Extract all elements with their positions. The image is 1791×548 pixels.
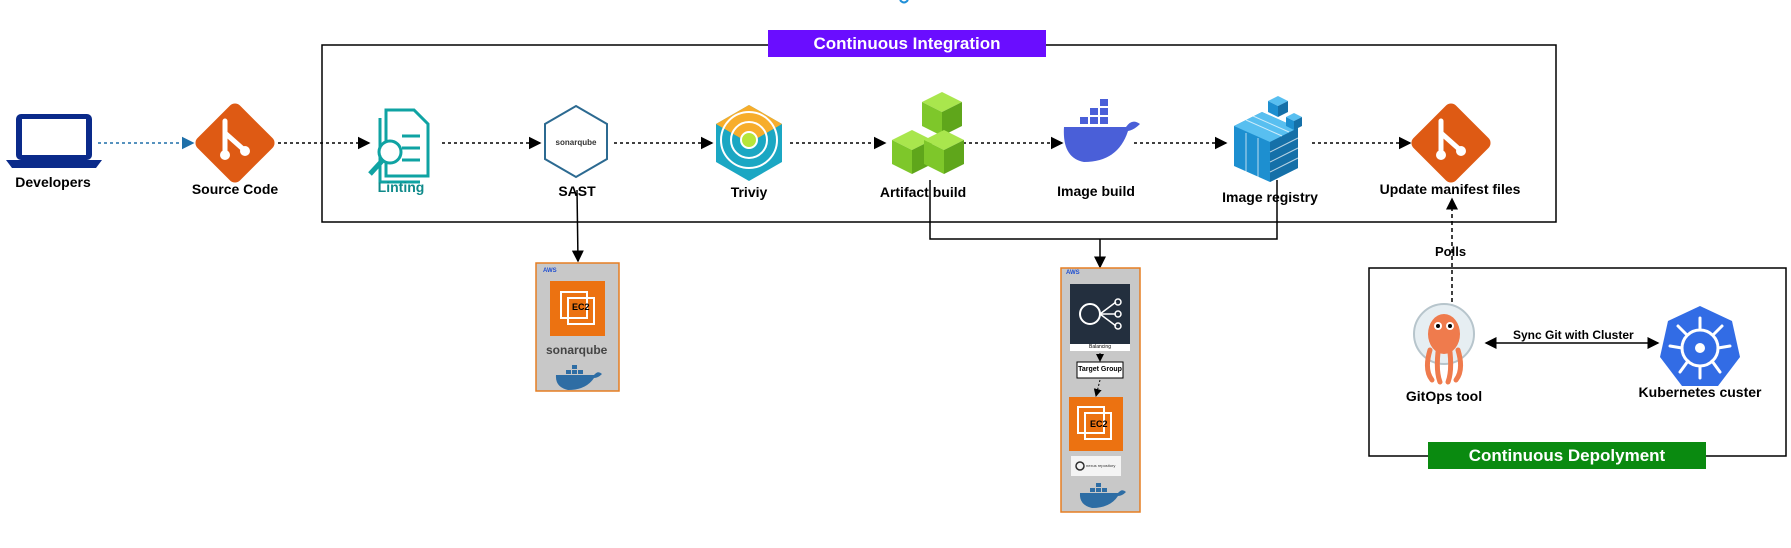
developers-label: Developers bbox=[15, 174, 91, 190]
git-icon bbox=[1411, 103, 1491, 183]
ci-band: Continuous Integration bbox=[768, 30, 1046, 57]
svg-text:sonarqube: sonarqube bbox=[556, 138, 597, 147]
ec2-label: EC2 bbox=[572, 302, 590, 312]
sonarqube-logo-text: sonarqube bbox=[546, 343, 608, 357]
sast-label: SAST bbox=[558, 183, 596, 199]
balancing-label: Balancing bbox=[1089, 344, 1111, 350]
sast-to-aws-edge bbox=[571, 189, 584, 263]
linting-label: Linting bbox=[377, 179, 425, 195]
update-manifest-label: Update manifest files bbox=[1379, 181, 1521, 197]
build-to-aws-edge bbox=[929, 180, 1278, 240]
registry-cubes-icon bbox=[1234, 96, 1302, 182]
kubernetes-label: Kubernetes custer bbox=[1638, 384, 1762, 400]
kubernetes-helm-icon bbox=[1660, 306, 1740, 386]
trivy-icon bbox=[716, 105, 782, 181]
aws-label: AWS bbox=[543, 268, 557, 274]
source-code-label: Source Code bbox=[191, 181, 279, 197]
aws-label: AWS bbox=[1066, 270, 1080, 276]
gitops-label: GitOps tool bbox=[1405, 388, 1483, 404]
target-group-label: Target Group bbox=[1078, 366, 1122, 373]
image-registry-label: Image registry bbox=[1222, 189, 1318, 205]
trivy-label: Triviy bbox=[730, 184, 768, 200]
ec2-label: EC2 bbox=[1090, 419, 1108, 429]
top-fragment bbox=[899, 0, 909, 4]
image-build-label: Image build bbox=[1057, 183, 1135, 199]
docker-whale-icon bbox=[1079, 483, 1126, 508]
sync-label: Sync Git with Cluster bbox=[1513, 328, 1634, 342]
docker-whale-icon bbox=[555, 365, 602, 390]
artifact-cubes-icon bbox=[892, 92, 964, 174]
aws-panel-sonarqube bbox=[535, 262, 620, 392]
polls-label: Polls bbox=[1435, 244, 1467, 259]
aws-panel-nexus bbox=[1060, 267, 1141, 513]
cd-band: Continuous Depolyment bbox=[1428, 442, 1706, 469]
docker-whale-icon bbox=[1063, 99, 1140, 162]
laptop-icon bbox=[6, 114, 102, 168]
nexus-logo-text: nexus repository bbox=[1086, 463, 1116, 468]
ec2-chip-icon bbox=[550, 281, 605, 336]
linting-document-icon bbox=[368, 108, 430, 184]
argo-octopus-icon bbox=[1413, 303, 1475, 385]
git-icon bbox=[195, 103, 275, 183]
artifact-build-label: Artifact build bbox=[879, 184, 967, 200]
sonarqube-icon: sonarqube bbox=[544, 104, 608, 179]
